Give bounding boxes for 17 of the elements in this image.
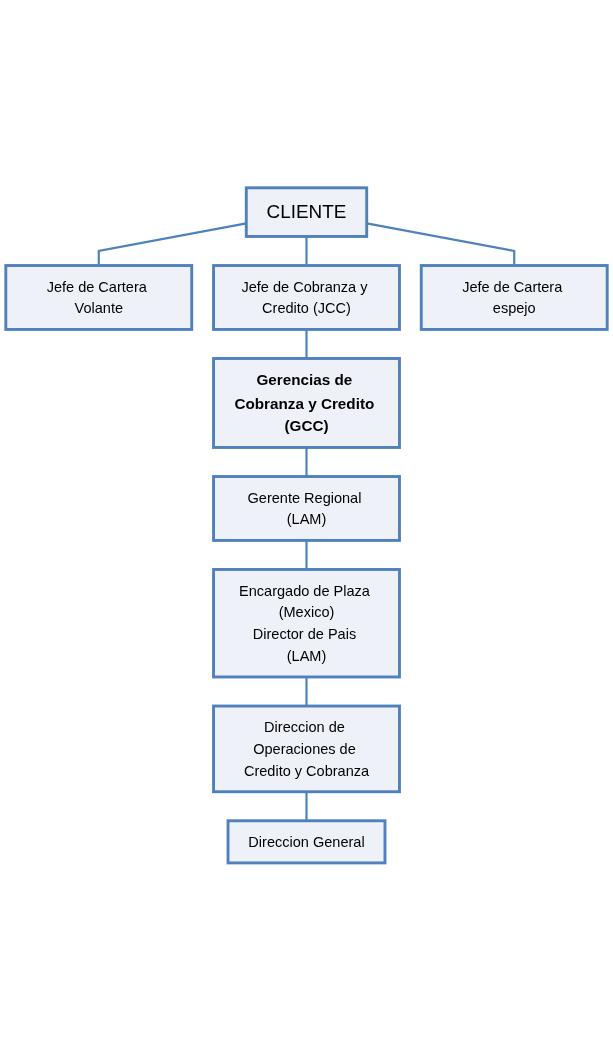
node-box: Direccion General [226, 819, 387, 865]
connector [305, 677, 308, 707]
node-box: Direccion de Operaciones de Credito y Cobranza [212, 704, 401, 794]
node-box: Jefe de Cartera Volante [4, 264, 194, 332]
node-box: Jefe de Cobranza y Credito (JCC) [212, 264, 401, 332]
node-box: Gerente Regional (LAM) [212, 475, 401, 543]
connector [305, 791, 308, 821]
node-box: Jefe de Cartera espejo [419, 264, 609, 332]
connector [366, 222, 516, 266]
node-box: Encargado de Plaza (Mexico) Director de Pais (LAM) [212, 568, 401, 679]
connector [305, 447, 308, 477]
connector [305, 236, 308, 266]
connector [305, 329, 308, 359]
connector [97, 222, 247, 266]
node-box: CLIENTE [244, 186, 369, 239]
node-box: Gerencias de Cobranza y Credito (GCC) [212, 357, 401, 450]
connector [305, 540, 308, 570]
